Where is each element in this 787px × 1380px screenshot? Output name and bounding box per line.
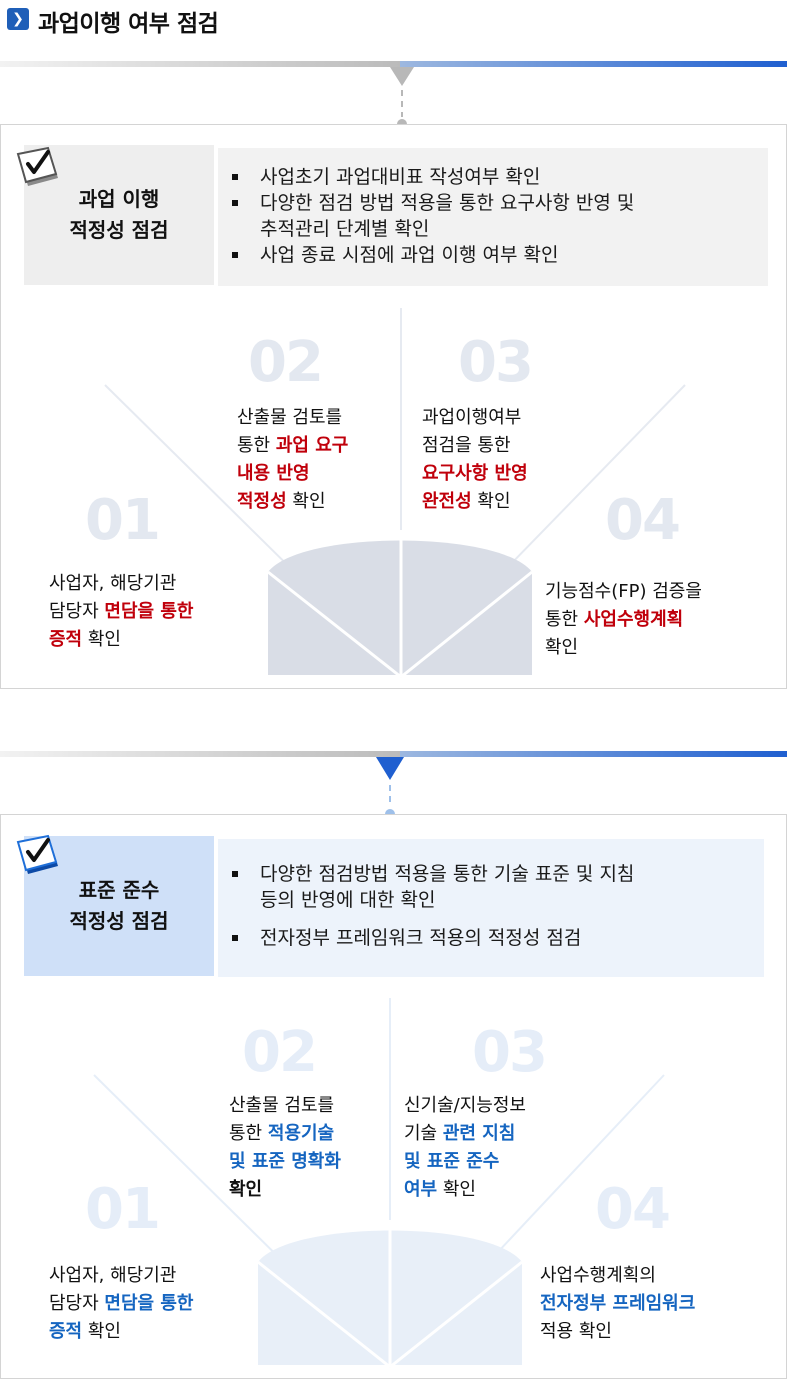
step-number: 01 (85, 1177, 161, 1242)
checkbox-icon (16, 834, 58, 874)
bullet-item: 전자정부 프레임워크 적용의 적정성 점검 (218, 925, 764, 951)
step-text-04: 기능점수(FP) 검증을 통한 사업수행계획 확인 (545, 581, 702, 658)
page-header: ❯ 과업이행 여부 점검 (0, 0, 787, 40)
bullet-item: 사업 종료 시점에 과업 이행 여부 확인 (218, 242, 768, 268)
section-title-line: 적정성 점검 (69, 218, 169, 242)
step-text-03: 신기술/지능정보 기술 관련 지침 및 표준 준수 여부 확인 (404, 1095, 526, 1200)
section-title-card: 표준 준수 적정성 점검 (24, 836, 214, 976)
step-number: 01 (85, 488, 161, 553)
page-title: 과업이행 여부 점검 (38, 11, 219, 37)
step-number: 04 (605, 488, 681, 553)
section-title-card: 과업 이행 적정성 점검 (24, 145, 214, 285)
step-text-01: 사업자, 해당기관 담당자 면담을 통한 증적 확인 (49, 573, 194, 650)
section-title-line: 표준 준수 (78, 878, 160, 902)
bullet-item: 사업초기 과업대비표 작성여부 확인 (218, 164, 768, 190)
chevron-right-icon: ❯ (7, 8, 29, 30)
step-text-02: 산출물 검토를 통한 적용기술 및 표준 명확화 확인 (229, 1095, 341, 1200)
step-text-04: 사업수행계획의 전자정부 프레임워크 적용 확인 (540, 1265, 696, 1342)
fan-diagram (93, 998, 665, 1369)
section-divider (0, 751, 787, 757)
connector-arrow-icon (376, 757, 404, 819)
step-text-02: 산출물 검토를 통한 과업 요구 내용 반영 적정성 확인 (237, 407, 349, 512)
step-number: 03 (472, 1020, 548, 1085)
step-number: 02 (248, 330, 324, 395)
bullet-item: 다양한 점검방법 적용을 통한 기술 표준 및 지침 등의 반영에 대한 확인 (218, 861, 764, 913)
bullet-item: 다양한 점검 방법 적용을 통한 요구사항 반영 및 추적관리 단계별 확인 (218, 190, 768, 242)
step-number: 02 (242, 1020, 318, 1085)
step-text-03: 과업이행여부 점검을 통한 요구사항 반영 완전성 확인 (422, 407, 528, 512)
fan-diagram (104, 308, 686, 679)
checkbox-icon (16, 146, 58, 186)
section-title-line: 과업 이행 (78, 187, 160, 211)
section-title-line: 적정성 점검 (69, 909, 169, 933)
step-number: 03 (458, 330, 534, 395)
section-divider (0, 61, 787, 67)
step-number: 04 (595, 1177, 671, 1242)
step-text-01: 사업자, 해당기관 담당자 면담을 통한 증적 확인 (49, 1265, 194, 1342)
bullet-box: 사업초기 과업대비표 작성여부 확인 다양한 점검 방법 적용을 통한 요구사항… (218, 148, 768, 286)
bullet-box: 다양한 점검방법 적용을 통한 기술 표준 및 지침 등의 반영에 대한 확인 … (218, 839, 764, 977)
